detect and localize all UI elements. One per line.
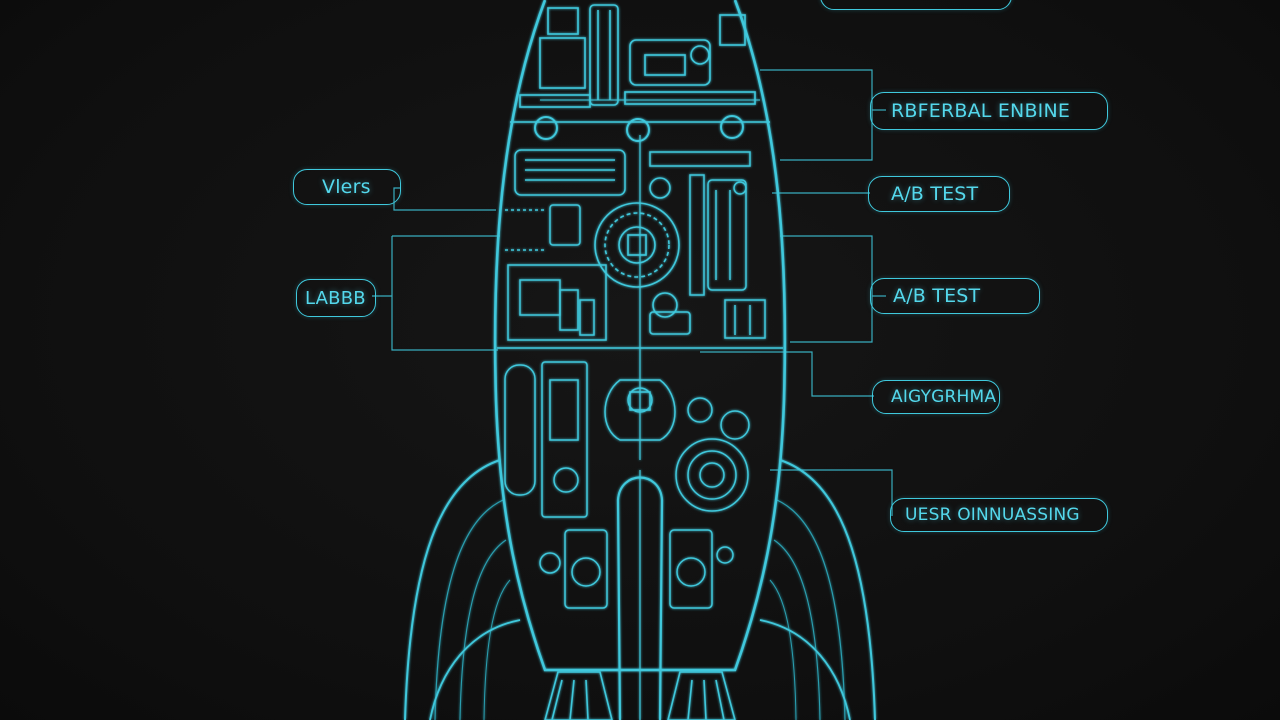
left-fin [404,459,521,720]
upper-machinery [519,4,760,108]
central-gear [594,177,691,335]
callout-algorithm-label: AIGYGRHMA [891,387,997,407]
callout-lines [372,69,893,516]
callout-top-partial [820,0,1012,10]
callout-ab-test-1: A/B TEST [868,176,1010,212]
callout-referral-engine: RBFERBAL ENBINE [870,92,1108,130]
callout-referral-engine-label: RBFERBAL ENBINE [891,100,1071,122]
callout-ab-test-2-label: A/B TEST [893,285,981,307]
callout-ab-test-2: A/B TEST [870,278,1040,314]
callout-users-label: Vlers [322,176,371,198]
callout-labs-label: LABBB [305,287,366,309]
callout-user-onboarding-label: UESR OINNUASSING [905,505,1080,525]
callout-labs: LABBB [296,279,376,317]
middle-left-machinery [505,149,626,341]
right-fin [759,459,876,720]
porthole-row [534,115,744,142]
callout-algorithm: AIGYGRHMA [872,380,1000,414]
middle-right-machinery [649,151,766,339]
central-spine [616,470,664,720]
callout-users: Vlers [293,169,401,205]
engine-nozzles [544,671,736,720]
callout-ab-test-1-label: A/B TEST [891,183,979,205]
lower-machinery [504,361,750,609]
callout-user-onboarding: UESR OINNUASSING [890,498,1108,532]
